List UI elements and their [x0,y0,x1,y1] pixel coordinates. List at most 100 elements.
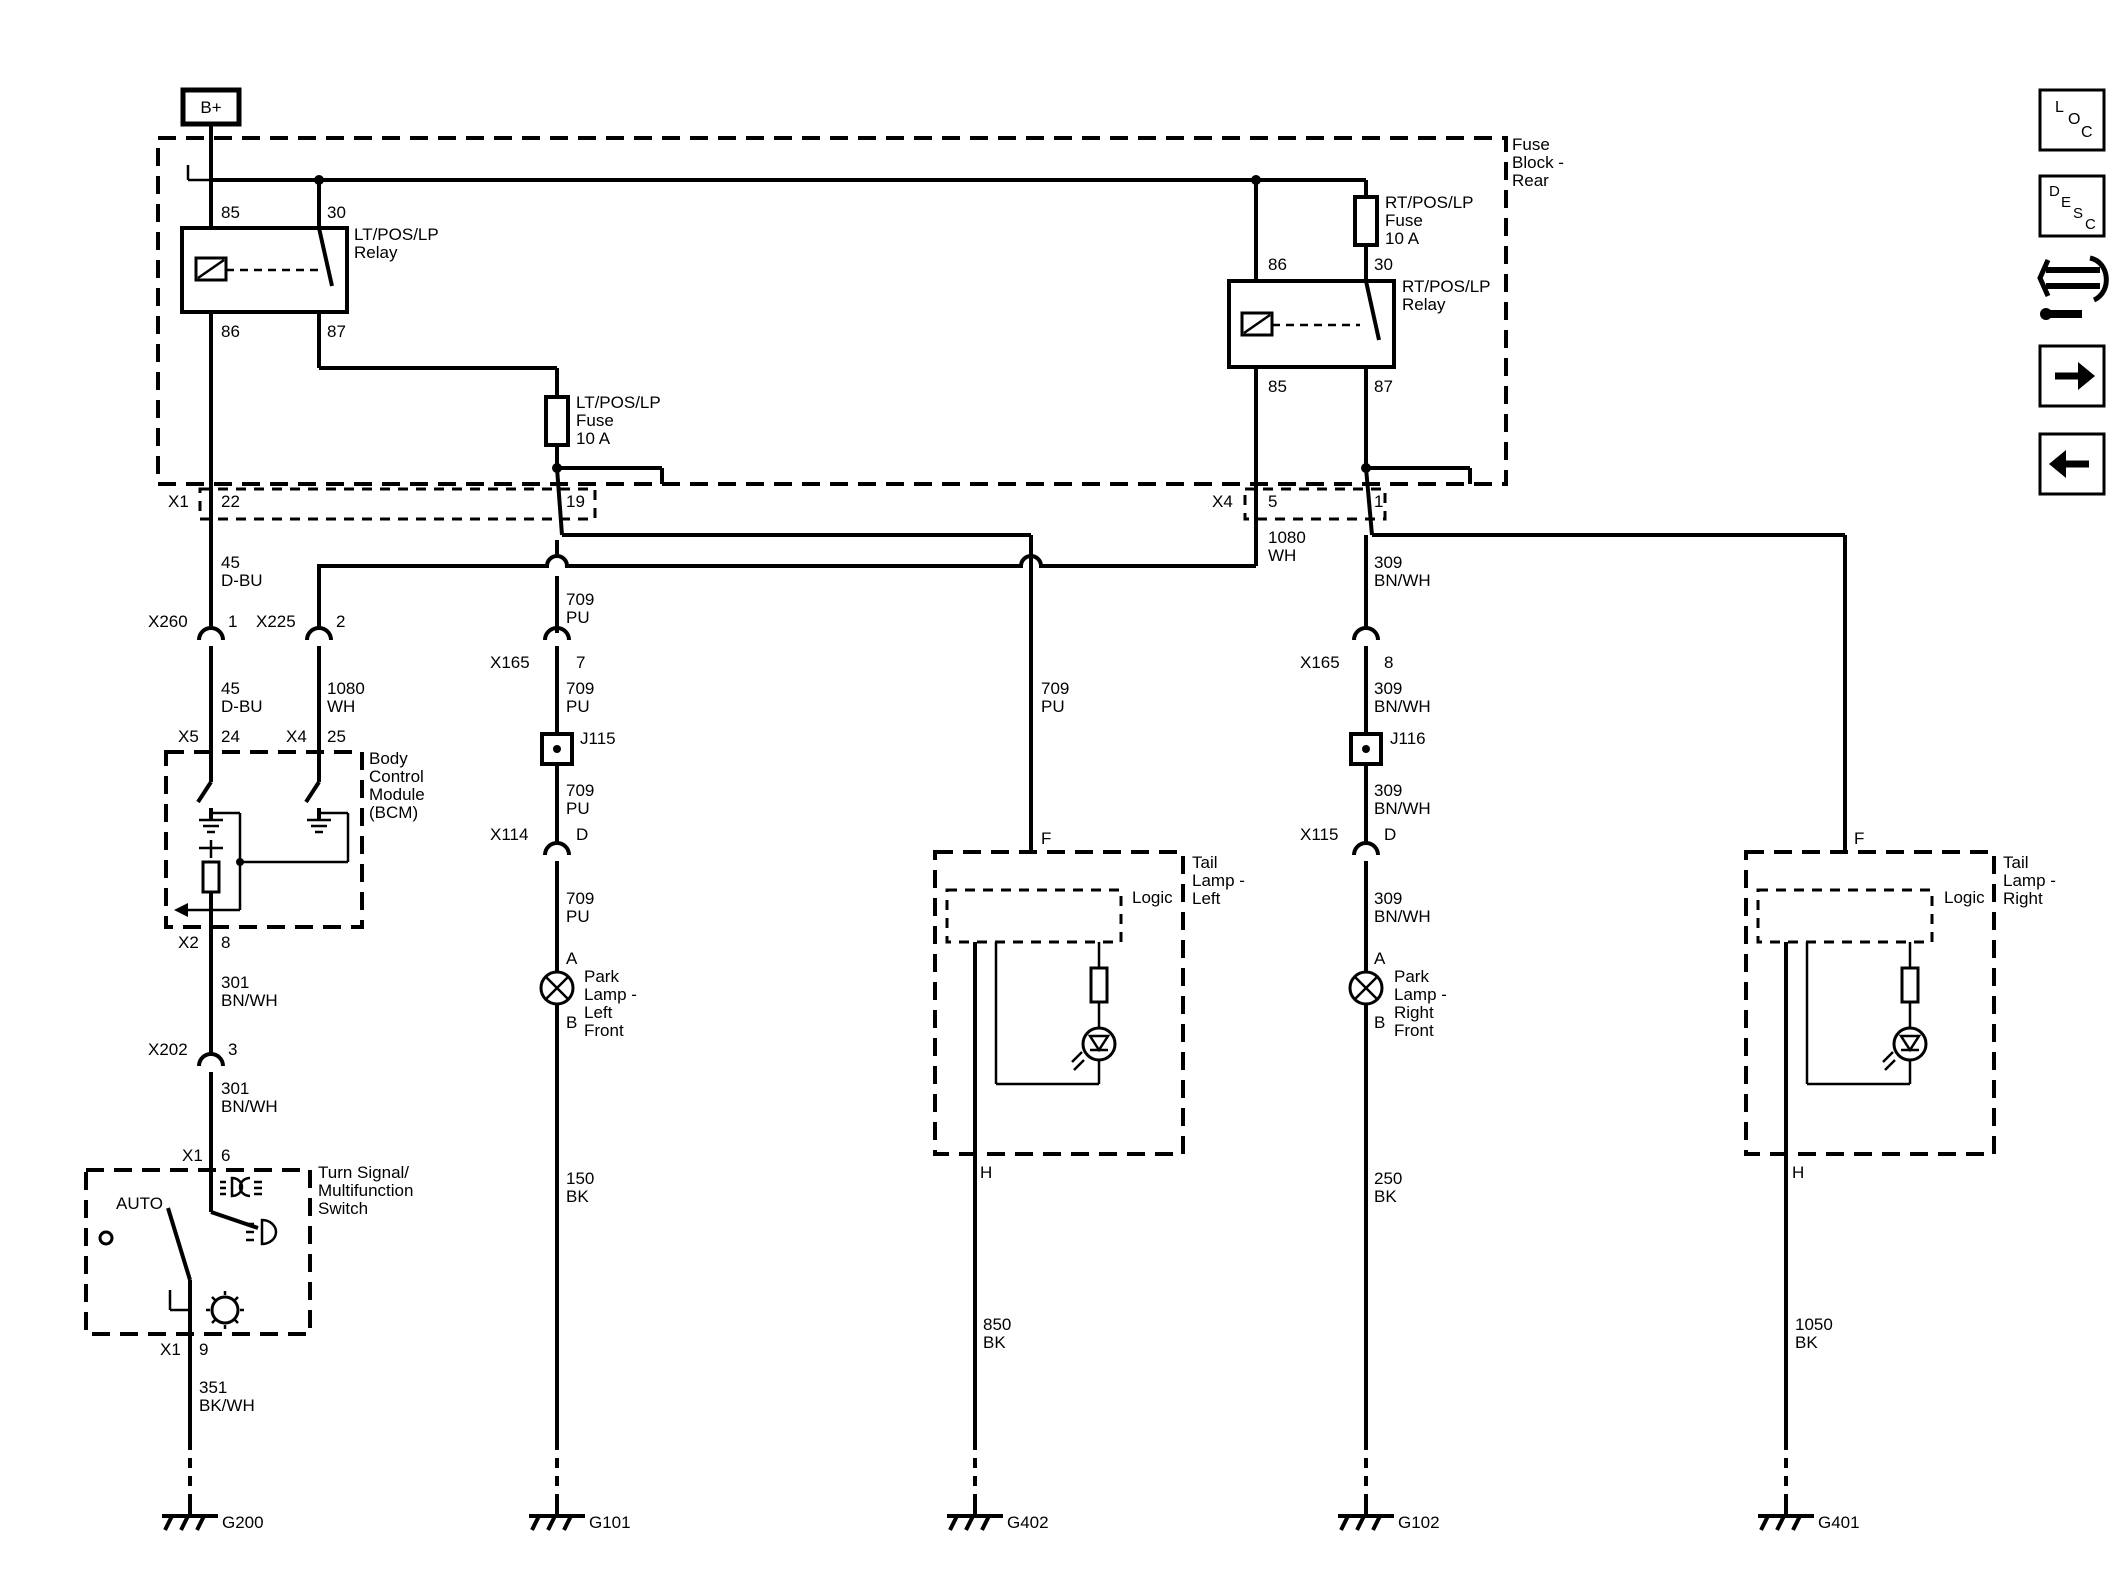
connector-end-view-icon[interactable] [2037,255,2109,320]
svg-text:2: 2 [336,612,345,631]
svg-text:Rear: Rear [1512,171,1549,190]
svg-text:10 A: 10 A [576,429,611,448]
svg-text:9: 9 [199,1340,208,1359]
svg-text:PU: PU [566,608,590,627]
x4-connector [1243,487,1387,521]
svg-text:(BCM): (BCM) [369,803,418,822]
svg-text:8: 8 [1384,653,1393,672]
svg-text:WH: WH [1268,546,1296,565]
fuse-block-rear [156,136,1508,486]
next-arrow-button[interactable] [2038,344,2106,408]
connector-labels-fuse-block: X1 22 19 X4 5 1 [168,492,1383,511]
svg-text:WH: WH [327,697,355,716]
ground-g200: G200 [162,1502,264,1532]
svg-text:6: 6 [221,1146,230,1165]
svg-text:5: 5 [1268,492,1277,511]
svg-text:D-BU: D-BU [221,571,263,590]
svg-text:X165: X165 [1300,653,1340,672]
tail-lamp-right-logic [1756,888,1934,944]
svg-text:BK: BK [1374,1187,1397,1206]
svg-text:Body: Body [369,749,408,768]
svg-text:BN/WH: BN/WH [1374,697,1431,716]
svg-text:X4: X4 [1212,492,1233,511]
svg-text:309: 309 [1374,889,1402,908]
svg-text:Lamp -: Lamp - [2003,871,2056,890]
svg-text:X114: X114 [490,825,528,844]
svg-text:Tail: Tail [1192,853,1218,872]
svg-text:1080: 1080 [1268,528,1306,547]
svg-text:X165: X165 [490,653,530,672]
description-button[interactable]: D E S C [2038,174,2106,238]
svg-text:Lamp -: Lamp - [584,985,637,1004]
x260-x225-labels: X260 1 X225 2 45 D-BU 1080 WH [148,612,365,716]
left-park-lamp-labels: X165 7 709 PU J115 709 PU X114 D 709 PU … [490,653,637,1206]
svg-text:G401: G401 [1818,1513,1860,1532]
tail-lamp-right-labels: F Tail Lamp - Right Logic H 1050 BK [1792,829,2056,1352]
svg-text:85: 85 [221,203,240,222]
svg-text:X225: X225 [256,612,296,631]
svg-text:85: 85 [1268,377,1287,396]
svg-text:D: D [1384,825,1396,844]
svg-text:709: 709 [566,679,594,698]
turn-signal-multifunction-switch [84,1168,312,1336]
svg-text:86: 86 [1268,255,1287,274]
svg-text:B: B [1374,1013,1385,1032]
svg-text:F: F [1854,829,1864,848]
svg-text:351: 351 [199,1378,227,1397]
svg-text:L: L [2055,99,2064,116]
svg-text:Module: Module [369,785,425,804]
svg-text:301: 301 [221,1079,249,1098]
svg-text:Fuse: Fuse [1512,135,1550,154]
svg-text:Lamp -: Lamp - [1394,985,1447,1004]
svg-text:X260: X260 [148,612,188,631]
svg-text:J115: J115 [580,729,616,748]
svg-text:S: S [2073,205,2083,222]
body-control-module [164,750,364,929]
svg-text:Logic: Logic [1944,888,1985,907]
fuse-block-label: Fuse Block - Rear [1512,135,1564,190]
svg-text:BN/WH: BN/WH [221,991,278,1010]
location-button[interactable]: L O C [2038,88,2106,152]
svg-text:X1: X1 [160,1340,181,1359]
svg-text:BK: BK [566,1187,589,1206]
svg-text:1: 1 [1374,492,1383,511]
svg-text:709: 709 [566,781,594,800]
svg-text:A: A [566,949,578,968]
svg-text:Front: Front [1394,1021,1434,1040]
svg-text:RT/POS/LP: RT/POS/LP [1385,193,1474,212]
svg-text:B: B [566,1013,577,1032]
previous-arrow-button[interactable] [2038,432,2106,496]
svg-text:45: 45 [221,553,240,572]
tail-lamp-left [933,850,1185,1156]
tail-lamp-left-logic [945,888,1123,944]
svg-text:86: 86 [221,322,240,341]
svg-text:RT/POS/LP: RT/POS/LP [1402,277,1491,296]
x1-connector [198,487,597,521]
svg-text:3: 3 [228,1040,237,1059]
svg-text:LT/POS/LP: LT/POS/LP [576,393,661,412]
svg-text:BN/WH: BN/WH [1374,907,1431,926]
svg-text:30: 30 [1374,255,1393,274]
svg-text:PU: PU [566,907,590,926]
svg-text:309: 309 [1374,553,1402,572]
wire-labels-upper: 45 D-BU 1080 WH 309 BN/WH 709 PU [221,528,1431,627]
svg-text:C: C [2085,216,2096,233]
tail-lamp-right-internals [1784,942,1928,1502]
tail-lamp-left-labels: 709 PU F Tail Lamp - Left Logic H 850 BK [980,679,1245,1352]
svg-text:Switch: Switch [318,1199,368,1218]
svg-text:10 A: 10 A [1385,229,1420,248]
rt-pos-lp-fuse: RT/POS/LP Fuse 10 A [1353,193,1474,248]
switch-internals: AUTO [98,1176,278,1400]
svg-text:G200: G200 [222,1513,264,1532]
svg-text:Left: Left [1192,889,1221,908]
ground-g401: G401 [1758,1502,1860,1532]
svg-text:30: 30 [327,203,346,222]
svg-text:Right: Right [2003,889,2043,908]
svg-text:Relay: Relay [1402,295,1446,314]
svg-text:BN/WH: BN/WH [1374,799,1431,818]
svg-text:Tail: Tail [2003,853,2029,872]
svg-text:709: 709 [566,590,594,609]
x202-labels: 301 BN/WH X202 3 301 BN/WH [148,973,278,1116]
svg-text:H: H [1792,1163,1804,1182]
